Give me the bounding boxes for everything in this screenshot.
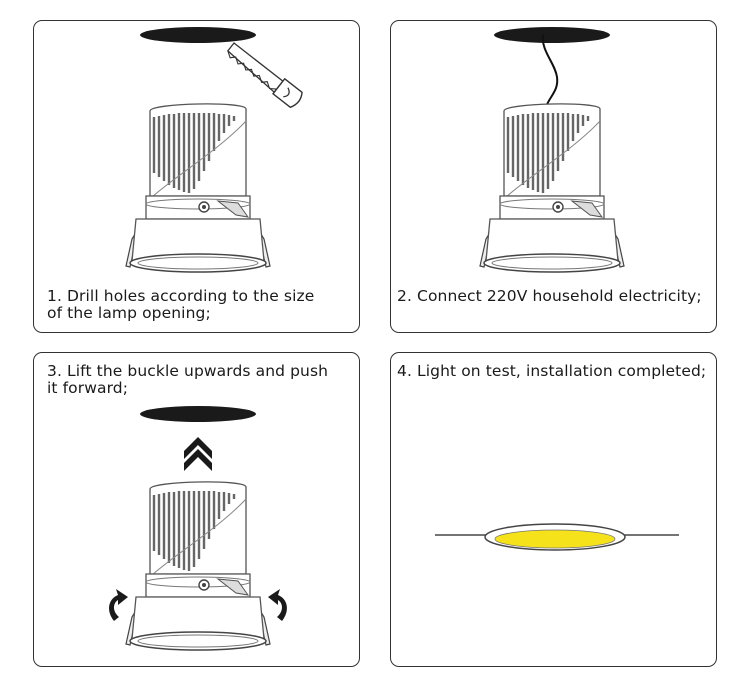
step-4-panel: 4. Light on test, installation completed… (390, 352, 717, 667)
step-1-caption: 1. Drill holes according to the size of … (47, 287, 315, 322)
step-3-illustration (109, 406, 287, 652)
power-wire-icon (541, 34, 559, 108)
ceiling-hole (494, 27, 610, 43)
step-3-panel: 3. Lift the buckle upwards and push it f… (33, 352, 360, 667)
lift-chevrons-icon (184, 437, 212, 471)
step-1-panel: 1. Drill holes according to the size of … (33, 20, 360, 333)
rotate-arrow-icon (109, 589, 128, 621)
step-2-illustration (478, 27, 626, 274)
ceiling-hole (140, 406, 256, 422)
step-4-illustration (435, 523, 679, 551)
rotate-arrow-icon (268, 589, 287, 621)
drill-saw-icon (226, 42, 303, 109)
step-3-caption: 3. Lift the buckle upwards and push it f… (47, 362, 329, 397)
step-2-panel: 2. Connect 220V household electricity; (390, 20, 717, 333)
lit-lamp-icon (484, 523, 626, 551)
step-2-caption: 2. Connect 220V household electricity; (397, 287, 702, 305)
ceiling-hole (140, 27, 256, 43)
step-1-illustration (124, 27, 303, 274)
step-4-caption: 4. Light on test, installation completed… (397, 362, 707, 380)
